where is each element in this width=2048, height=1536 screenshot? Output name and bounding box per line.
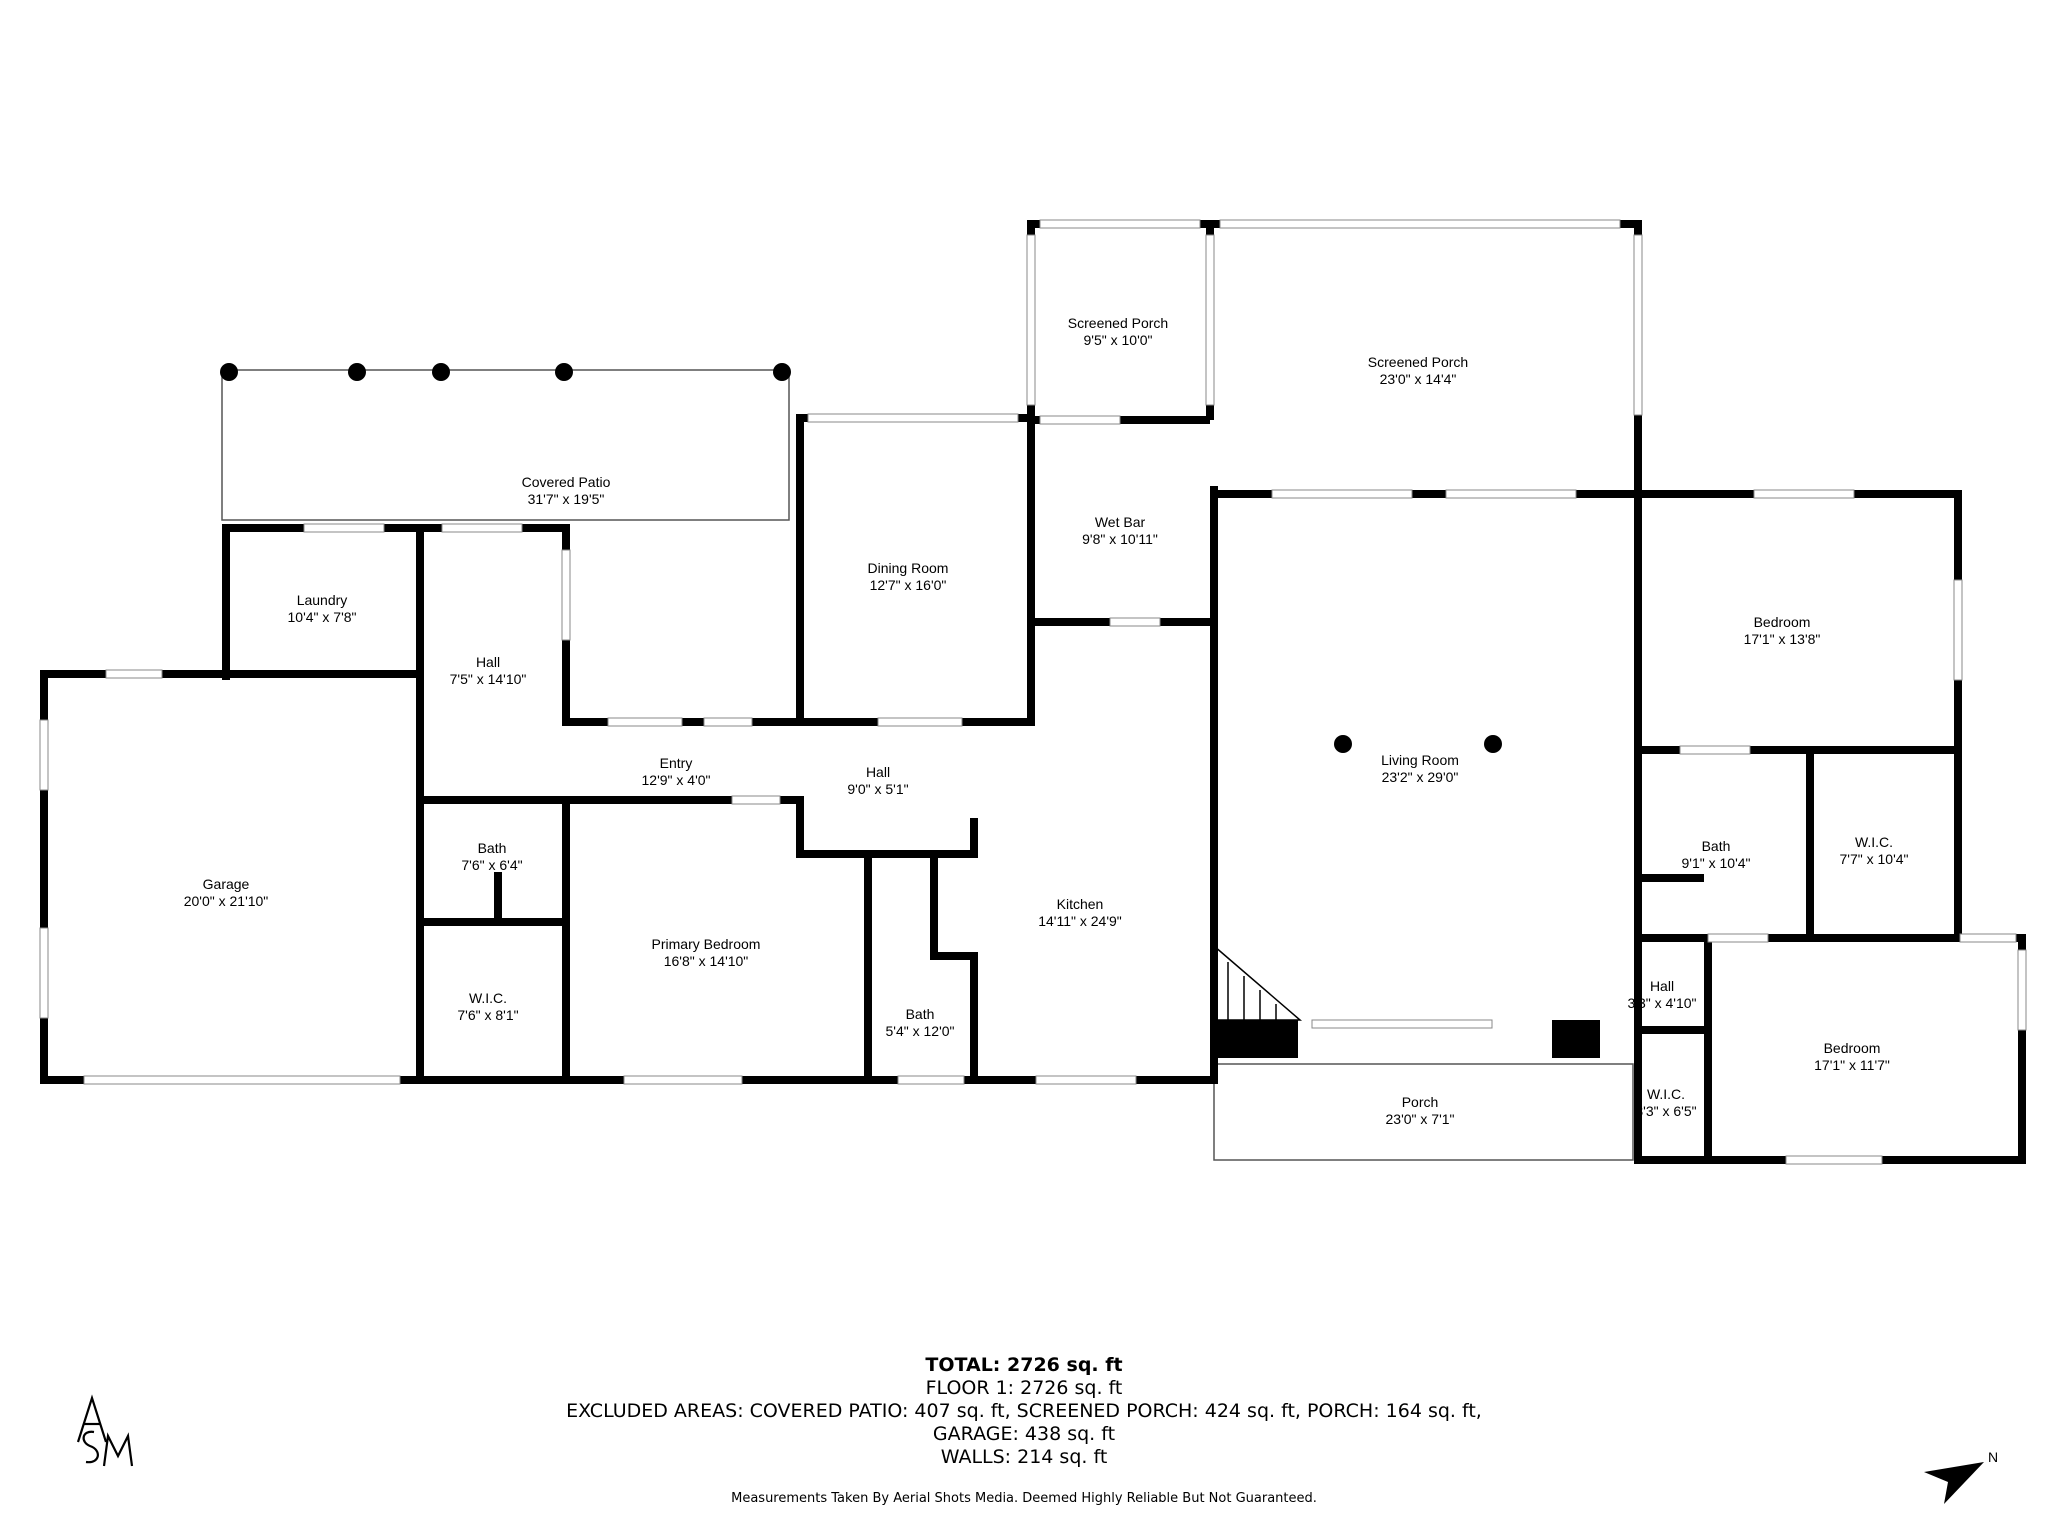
room-label: W.I.C.7'6" x 8'1" — [457, 990, 519, 1023]
asm-monogram-logo — [76, 1394, 134, 1467]
room-label: W.I.C.3'3" x 6'5" — [1635, 1086, 1697, 1119]
windows — [39, 413, 2027, 1165]
outdoor-outlines — [221, 369, 1634, 1161]
disclaimer: Measurements Taken By Aerial Shots Media… — [731, 1491, 1317, 1506]
room-label: W.I.C.7'7" x 10'4" — [1839, 834, 1909, 867]
north-label: N — [1988, 1449, 1998, 1465]
north-arrow-icon: N — [1924, 1449, 1998, 1504]
patio-columns — [220, 363, 1502, 753]
excluded-areas: EXCLUDED AREAS: COVERED PATIO: 407 sq. f… — [566, 1400, 1482, 1422]
screened-porch-walls — [1027, 220, 1642, 490]
floor-area: FLOOR 1: 2726 sq. ft — [925, 1377, 1123, 1399]
garage-area: GARAGE: 438 sq. ft — [932, 1423, 1116, 1445]
area-summary: TOTAL: 2726 sq. ft FLOOR 1: 2726 sq. ft … — [0, 1354, 2048, 1469]
staircase — [1213, 945, 1303, 1021]
total-area: TOTAL: 2726 sq. ft — [925, 1354, 1123, 1376]
screen-panels — [1026, 219, 1643, 425]
porch-blocks — [1210, 1020, 1600, 1058]
walls-area: WALLS: 214 sq. ft — [940, 1446, 1108, 1468]
